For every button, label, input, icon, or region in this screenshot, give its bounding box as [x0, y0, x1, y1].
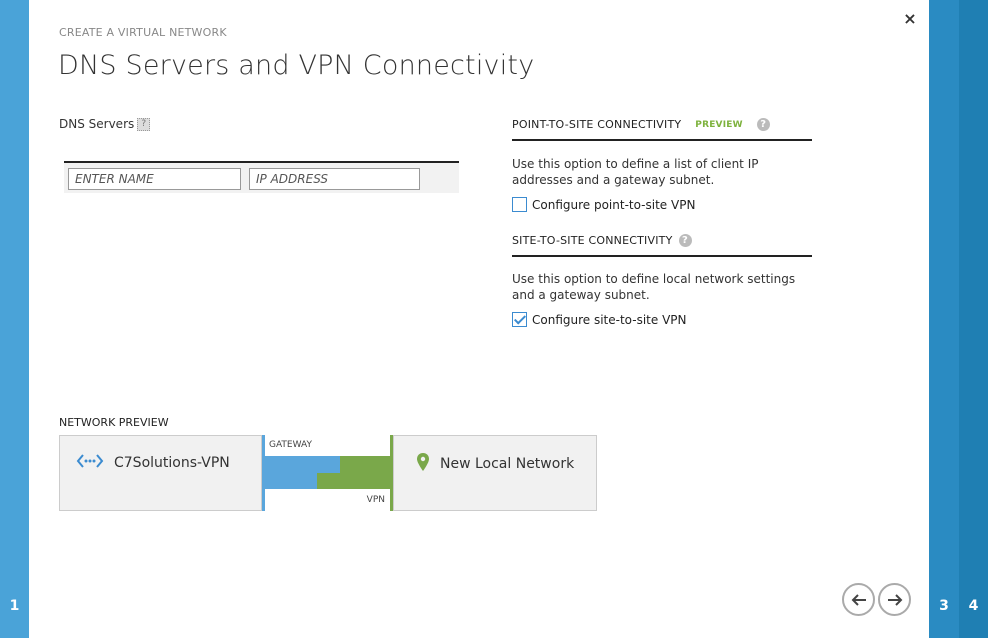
preview-badge: PREVIEW — [695, 119, 743, 130]
point-to-site-checkbox-row[interactable]: Configure point-to-site VPN — [512, 197, 695, 212]
wizard-step-3-number: 3 — [939, 598, 949, 614]
site-to-site-checkbox-row[interactable]: Configure site-to-site VPN — [512, 312, 687, 327]
question-icon[interactable]: ? — [678, 234, 692, 247]
site-to-site-description: Use this option to define local network … — [512, 272, 796, 302]
location-pin-icon — [416, 452, 430, 476]
vpn-label: VPN — [366, 495, 385, 505]
forward-arrow-icon — [886, 589, 904, 608]
dns-ip-input[interactable] — [249, 168, 420, 190]
dns-servers-table — [64, 161, 459, 193]
point-to-site-checkbox[interactable] — [512, 197, 527, 212]
gateway-label: GATEWAY — [269, 440, 312, 450]
question-icon[interactable]: ? — [756, 118, 770, 131]
site-to-site-heading-text: SITE-TO-SITE CONNECTIVITY — [512, 234, 673, 247]
close-icon[interactable]: × — [903, 9, 917, 28]
question-icon[interactable]: ? — [137, 117, 151, 131]
network-icon — [76, 452, 104, 474]
dns-name-input[interactable] — [68, 168, 241, 190]
wizard-step-1-strip[interactable]: 1 — [0, 0, 29, 638]
page-title: DNS Servers and VPN Connectivity — [58, 50, 535, 81]
point-to-site-checkbox-label: Configure point-to-site VPN — [532, 197, 696, 212]
local-network-name: New Local Network — [440, 456, 575, 472]
gateway-flow-graphic — [262, 456, 393, 489]
local-network-tile: New Local Network — [393, 435, 597, 511]
virtual-network-name: C7Solutions-VPN — [114, 455, 230, 471]
wizard-step-4-number: 4 — [968, 598, 979, 614]
dns-servers-label: DNS Servers ? — [59, 117, 151, 131]
back-arrow-icon — [850, 589, 868, 608]
point-to-site-heading: POINT-TO-SITE CONNECTIVITY PREVIEW ? — [512, 118, 812, 141]
site-to-site-checkbox-label: Configure site-to-site VPN — [532, 312, 687, 327]
network-preview-label: NETWORK PREVIEW — [59, 416, 169, 429]
back-button[interactable] — [842, 583, 875, 616]
site-to-site-heading: SITE-TO-SITE CONNECTIVITY ? — [512, 234, 812, 257]
point-to-site-description: Use this option to define a list of clie… — [512, 157, 759, 187]
point-to-site-heading-text: POINT-TO-SITE CONNECTIVITY — [512, 118, 682, 131]
wizard-step-1-number: 1 — [9, 598, 20, 614]
wizard-step-4-strip[interactable]: 4 — [959, 0, 988, 638]
wizard-step-3-strip[interactable]: 3 — [929, 0, 959, 638]
virtual-network-tile: C7Solutions-VPN — [59, 435, 262, 511]
gateway-connection: GATEWAY VPN — [262, 435, 393, 511]
wizard-eyebrow: CREATE A VIRTUAL NETWORK — [59, 26, 227, 39]
next-button[interactable] — [878, 583, 911, 616]
site-to-site-checkbox[interactable] — [512, 312, 527, 327]
dns-servers-label-text: DNS Servers — [59, 117, 135, 131]
